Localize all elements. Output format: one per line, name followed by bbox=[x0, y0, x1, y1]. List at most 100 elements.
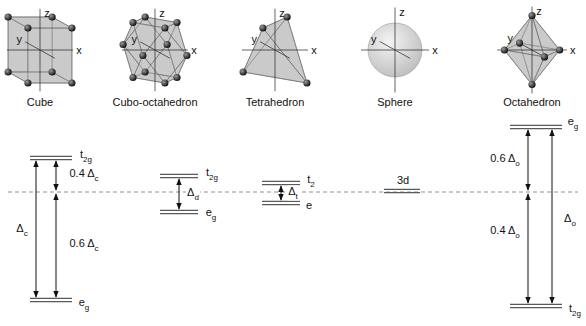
ligand-ball bbox=[24, 79, 31, 86]
energy-level bbox=[262, 181, 300, 182]
energy-label: t2 bbox=[306, 173, 316, 188]
ligand-ball bbox=[68, 24, 75, 31]
ligand-ball bbox=[556, 46, 563, 53]
energy-level bbox=[510, 128, 562, 129]
polyhedron-face bbox=[504, 50, 544, 85]
energy-level bbox=[30, 159, 72, 160]
shape-name: Octahedron bbox=[502, 96, 561, 109]
energy-diagram bbox=[8, 125, 578, 307]
ligand-ball bbox=[259, 24, 266, 31]
ligand-ball bbox=[142, 13, 149, 20]
shape-name: Cubo-octahedron bbox=[111, 96, 198, 109]
energy-level bbox=[30, 298, 72, 299]
ligand-ball bbox=[24, 24, 31, 31]
energy-label: eg bbox=[567, 115, 580, 130]
axis-label: z bbox=[535, 4, 543, 17]
octa-figure bbox=[497, 7, 567, 94]
energy-label: 3d bbox=[396, 174, 410, 187]
energy-label: Δo bbox=[563, 212, 577, 227]
energy-level bbox=[160, 213, 198, 214]
axis-label: x bbox=[190, 44, 198, 57]
ligand-ball bbox=[161, 79, 168, 86]
axis-line bbox=[532, 7, 533, 94]
ligand-ball bbox=[528, 81, 535, 88]
energy-level bbox=[384, 189, 420, 190]
axis-label: y bbox=[370, 32, 378, 45]
tetra-figure bbox=[240, 9, 311, 92]
energy-level bbox=[30, 156, 72, 157]
axis-label: y bbox=[507, 32, 515, 45]
ligand-ball bbox=[173, 74, 180, 81]
splitting-arrow bbox=[552, 130, 553, 303]
axis-line bbox=[40, 9, 41, 92]
ligand-ball bbox=[5, 68, 12, 75]
axis-label: y bbox=[130, 32, 138, 45]
energy-level bbox=[160, 177, 198, 178]
axis-label: z bbox=[398, 5, 406, 18]
energy-label: Δc bbox=[15, 222, 28, 237]
ligand-ball bbox=[49, 68, 56, 75]
ligand-ball bbox=[164, 41, 171, 48]
ligand-ball bbox=[501, 46, 508, 53]
splitting-arrow bbox=[528, 194, 529, 303]
axis-label: z bbox=[43, 6, 51, 19]
energy-level bbox=[262, 201, 300, 202]
ligand-ball bbox=[5, 13, 12, 20]
energy-level bbox=[510, 304, 562, 305]
polyhedron-face bbox=[504, 16, 544, 57]
ligand-ball bbox=[139, 52, 146, 59]
splitting-arrow bbox=[56, 194, 57, 297]
shape-name: Cube bbox=[26, 96, 54, 109]
energy-label: t2g bbox=[205, 166, 219, 181]
ligand-ball bbox=[303, 79, 310, 86]
energy-label: t2g bbox=[568, 302, 582, 317]
shape-name: Sphere bbox=[376, 96, 413, 109]
splitting-arrow bbox=[179, 179, 180, 209]
energy-level bbox=[510, 307, 562, 308]
ligand-ball bbox=[129, 19, 136, 26]
ligand-ball bbox=[183, 52, 190, 59]
energy-label: 0.6 Δc bbox=[68, 237, 99, 252]
energy-label: Δd bbox=[186, 186, 200, 201]
ligand-ball bbox=[528, 12, 535, 19]
axis-label: x bbox=[431, 44, 439, 57]
ligand-ball bbox=[142, 68, 149, 75]
ligand-ball bbox=[240, 68, 247, 75]
ligand-ball bbox=[516, 40, 523, 47]
ligand-ball bbox=[129, 74, 136, 81]
axis-label: z bbox=[278, 6, 286, 19]
polyhedron-face bbox=[165, 56, 187, 84]
energy-label: Δt bbox=[287, 185, 299, 200]
ligand-ball bbox=[541, 53, 548, 60]
axis-label: y bbox=[250, 32, 258, 45]
axis-line bbox=[395, 8, 396, 93]
splitting-arrow bbox=[528, 130, 529, 190]
polyhedron-face bbox=[133, 23, 165, 56]
cube-figure bbox=[5, 9, 76, 92]
energy-label: eg bbox=[78, 296, 91, 311]
axis-label: x bbox=[310, 44, 318, 57]
energy-label: 0.6 Δo bbox=[489, 152, 521, 167]
polyhedron-face bbox=[133, 56, 165, 84]
shape-name: Tetrahedron bbox=[245, 96, 306, 109]
axis-line bbox=[155, 9, 156, 92]
energy-level bbox=[160, 210, 198, 211]
sphere-figure bbox=[361, 8, 429, 93]
ligand-ball bbox=[161, 24, 168, 31]
energy-level bbox=[262, 204, 300, 205]
splitting-arrow bbox=[36, 161, 37, 297]
ligand-ball bbox=[120, 41, 127, 48]
energy-label: 0.4 Δc bbox=[68, 167, 99, 182]
axis-label: x bbox=[75, 44, 83, 57]
ligand-ball bbox=[68, 79, 75, 86]
energy-label: t2g bbox=[79, 148, 93, 163]
energy-label: e bbox=[305, 199, 313, 212]
axis-label: x bbox=[569, 44, 577, 57]
energy-level bbox=[384, 192, 420, 193]
energy-label: eg bbox=[205, 206, 218, 221]
energy-level bbox=[160, 174, 198, 175]
splitting-arrow bbox=[281, 186, 282, 200]
energy-level bbox=[30, 301, 72, 302]
cubo-figure bbox=[120, 9, 191, 92]
